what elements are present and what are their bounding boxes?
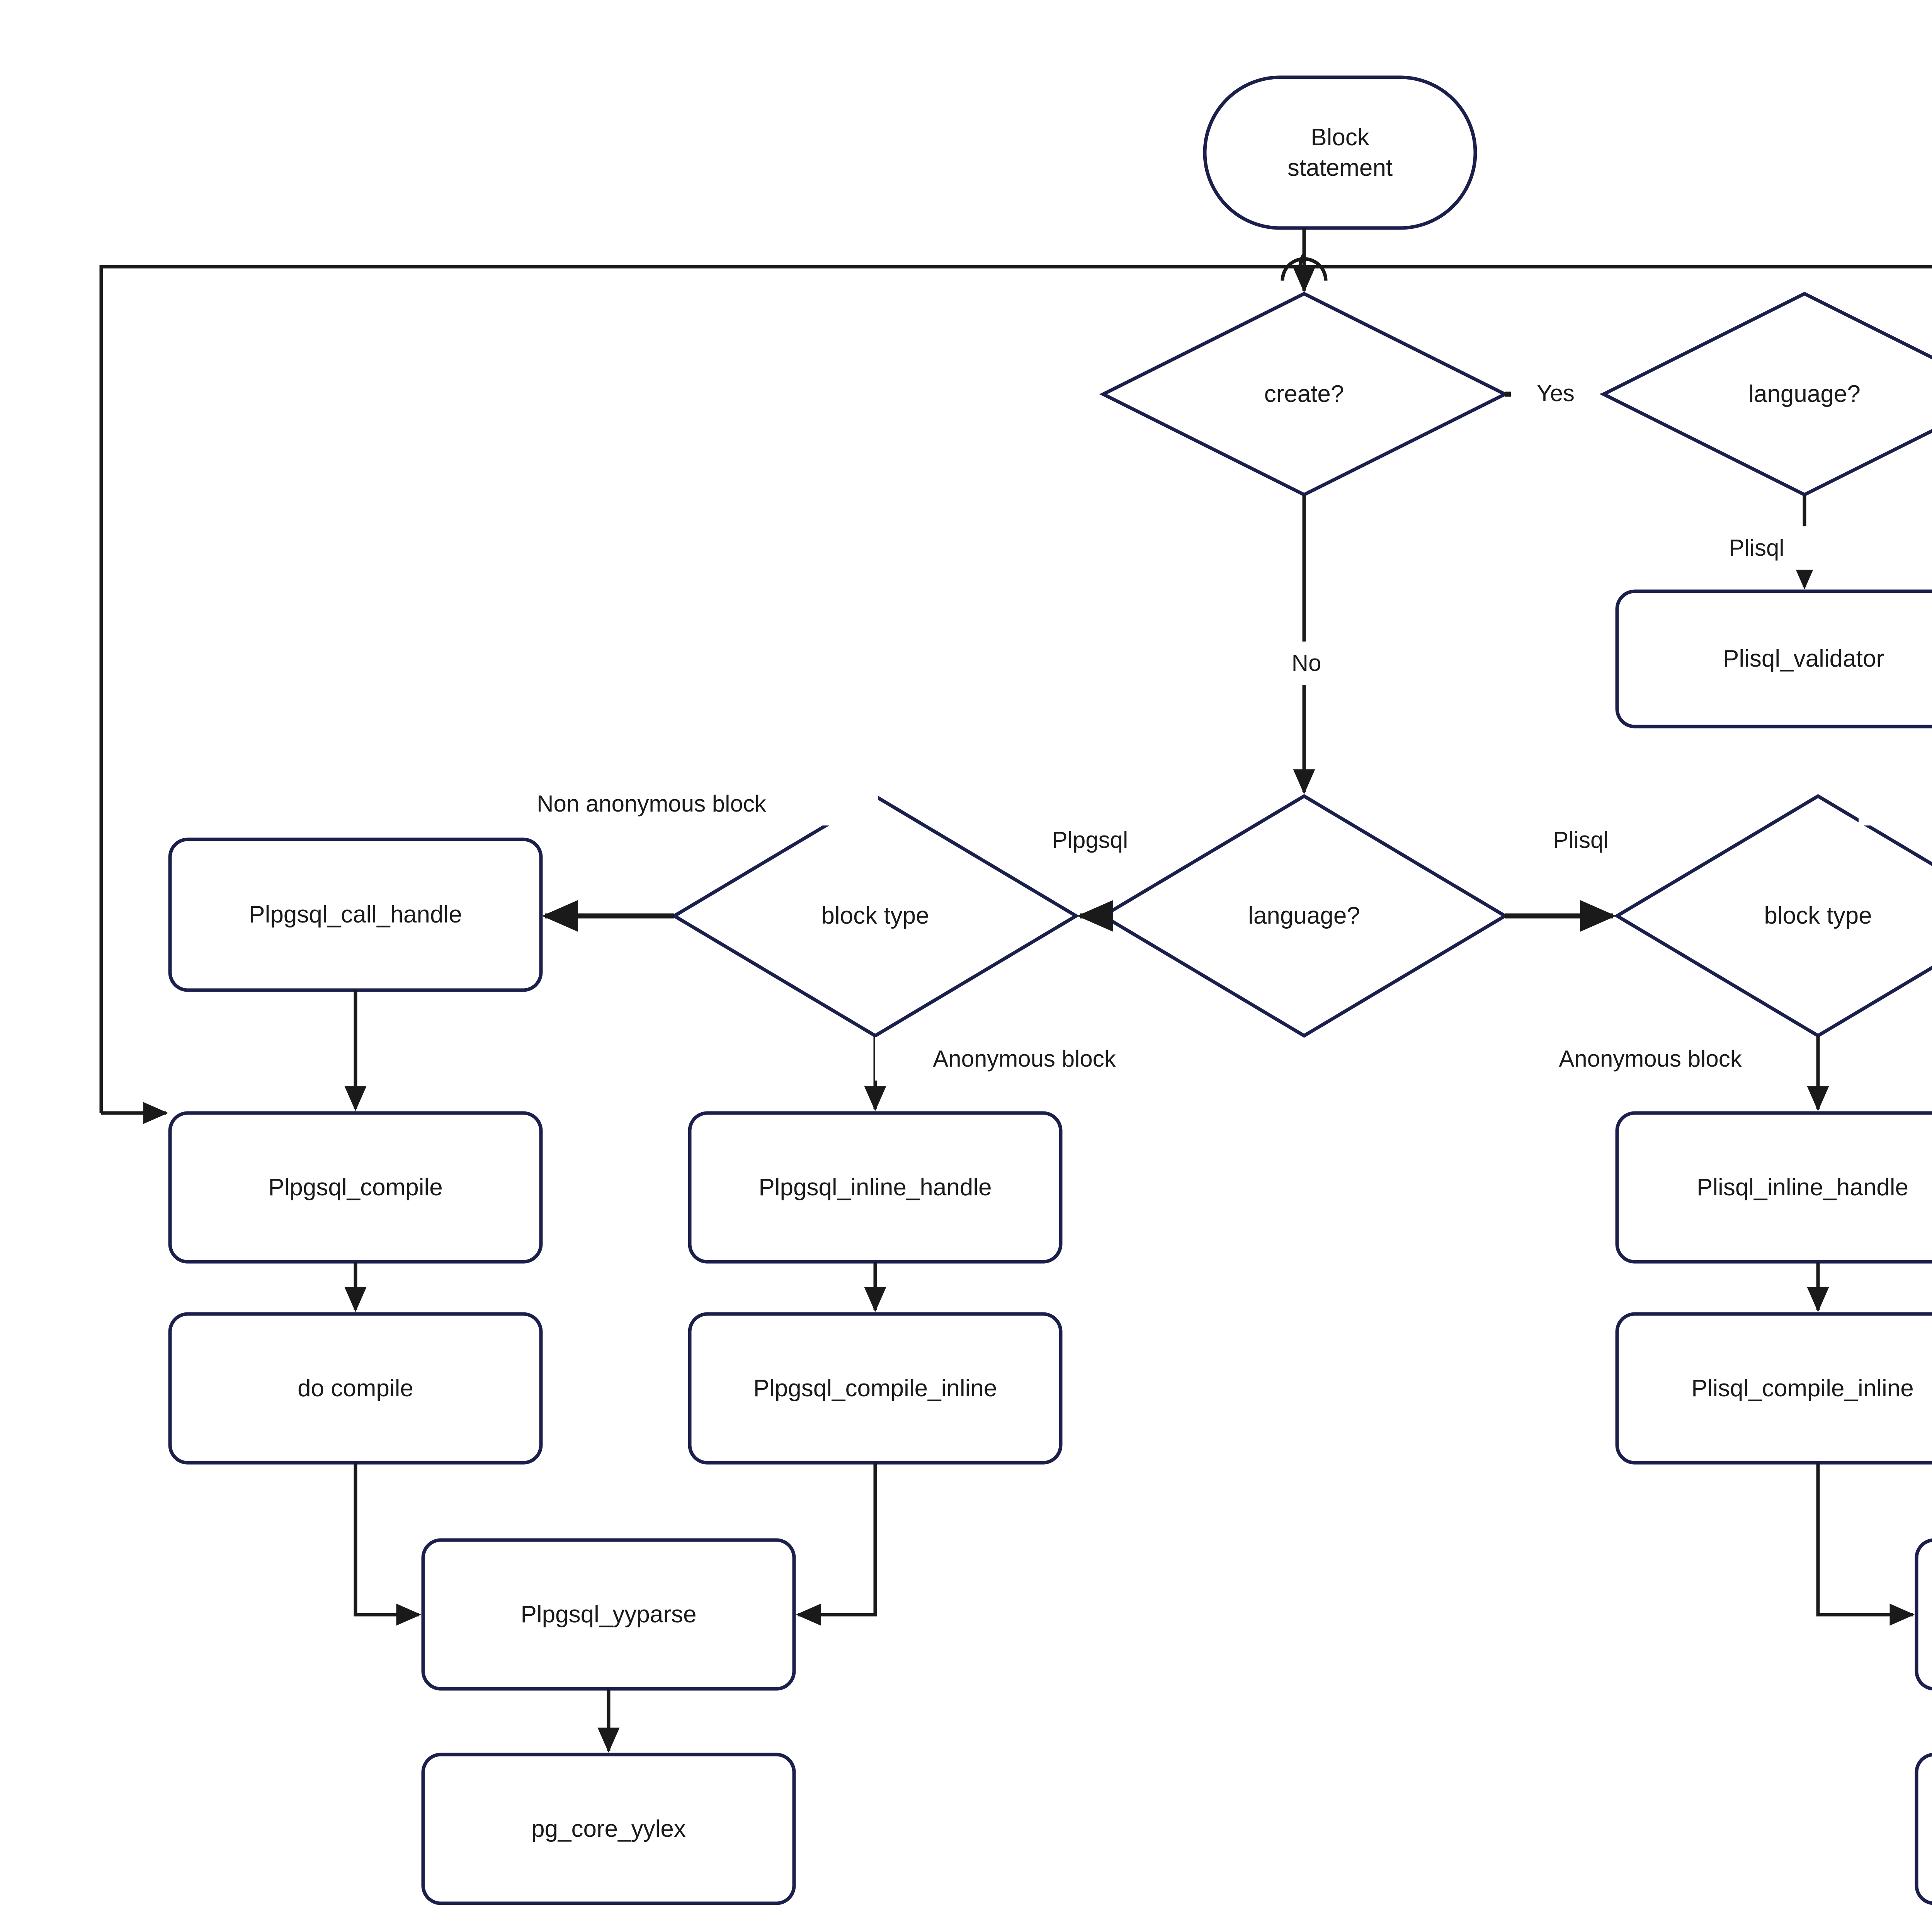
edge-plpgsql-compile-inline-to-yyparse [796,1463,877,1626]
node-block-type-left[interactable] [671,794,1080,1038]
node-create-decision[interactable] [1099,291,1509,497]
node-pg-core-yylex[interactable] [421,1753,796,1905]
node-plisql-validator[interactable] [1615,589,1932,728]
node-plpgsql-compile-inline[interactable] [688,1312,1063,1465]
node-plpgsql-yyparse[interactable] [421,1538,796,1691]
nodes-layer [168,75,1932,1905]
node-plisql-inline-handle[interactable] [1615,1111,1932,1264]
node-plpgsql-compile[interactable] [168,1111,543,1264]
node-plpgsql-call-handle[interactable] [168,837,543,992]
node-plisql-yyparse[interactable] [1915,1538,1932,1691]
node-plpgsql-inline-handle[interactable] [688,1111,1063,1264]
edge-do-compile-to-plpgsql-yyparse [354,1463,422,1626]
edge-plisql-compile-inline-to-yyparse [1816,1463,1915,1626]
edge-return-bus-top [99,265,1932,1113]
node-do-compile-left[interactable] [168,1312,543,1465]
node-language-decision-top[interactable] [1599,291,1932,497]
edge-block-to-create-arc [1281,257,1328,281]
node-language-decision-mid[interactable] [1100,794,1509,1038]
edges-layer [99,228,1932,1753]
node-block-statement[interactable] [1203,75,1477,230]
node-ora-core-yylex[interactable] [1915,1753,1932,1905]
node-block-type-right[interactable] [1614,794,1932,1038]
node-plisql-compile-inline[interactable] [1615,1312,1932,1465]
